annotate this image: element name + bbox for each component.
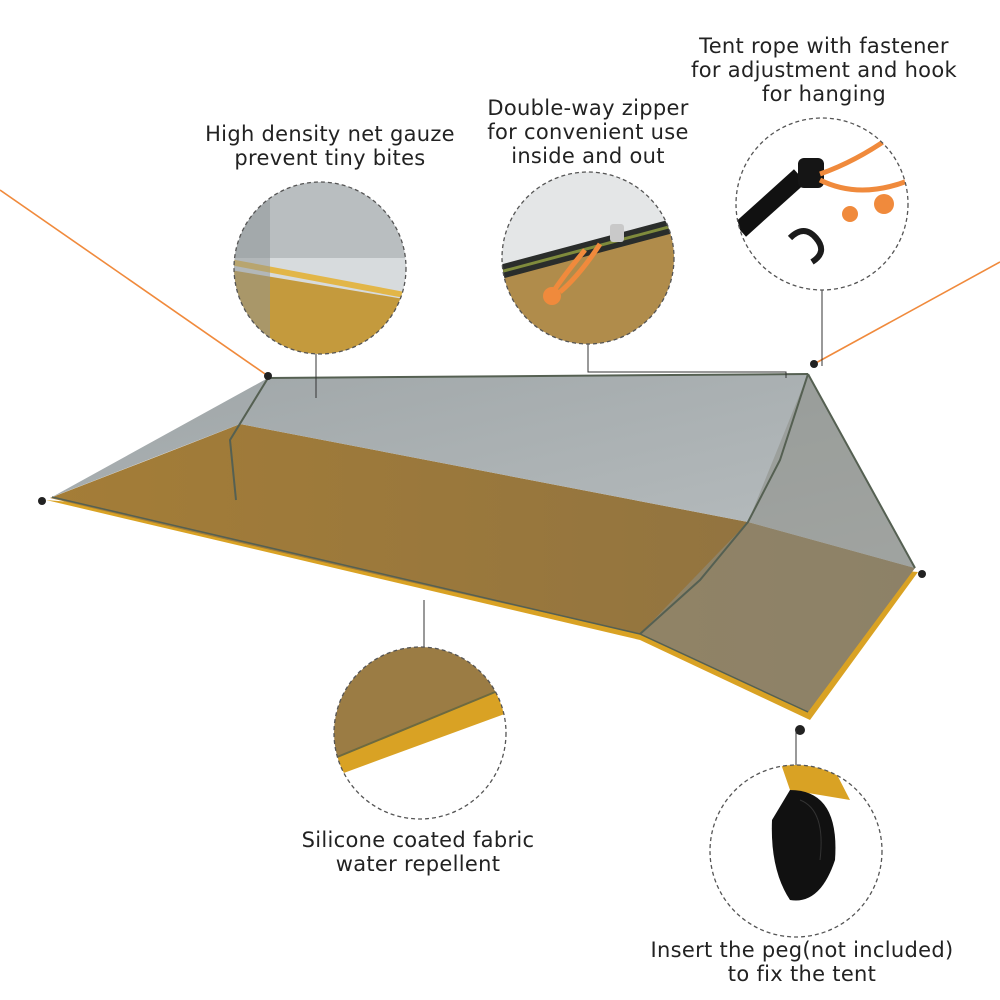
caption-line: for adjustment and hook [691, 58, 957, 82]
caption-line: for convenient use [487, 120, 689, 144]
guy-ropes [0, 189, 1000, 377]
tent-seam-base [51, 496, 809, 713]
caption-silicone-fabric: Silicone coated fabric water repellent [268, 828, 568, 876]
caption-line: water repellent [335, 852, 501, 876]
caption-line: Silicone coated fabric [301, 828, 535, 852]
tent-mesh-front [640, 374, 915, 712]
caption-line: for hanging [761, 82, 887, 106]
caption-line: Double-way zipper [487, 96, 689, 120]
caption-peg: Insert the peg(not included) to fix the … [622, 938, 982, 986]
callout-circle-zipper [501, 171, 675, 345]
caption-zipper: Double-way zipper for convenient use ins… [438, 96, 738, 168]
tent-seam-pole-left [228, 377, 269, 501]
caption-tent-rope: Tent rope with fastener for adjustment a… [664, 34, 984, 106]
caption-line: inside and out [511, 144, 665, 168]
caption-line: to fix the tent [727, 962, 877, 986]
callout-leaders [315, 290, 823, 765]
callout-circle-gauze [233, 181, 407, 355]
tent-seam-front [807, 373, 916, 569]
stake-loops [38, 360, 926, 735]
callout-circle-peg [709, 764, 883, 938]
tent-mesh-canopy [52, 374, 915, 568]
tent-seam-ridge [267, 373, 809, 379]
callout-circle-rope [735, 117, 909, 291]
tent [38, 360, 926, 735]
tent-seam-pole-right [639, 373, 809, 635]
caption-line: prevent tiny bites [234, 146, 426, 170]
guy-rope-left [0, 189, 269, 377]
caption-line: Insert the peg(not included) [650, 938, 954, 962]
caption-line: High density net gauze [205, 122, 455, 146]
caption-line: Tent rope with fastener [699, 34, 949, 58]
caption-net-gauze: High density net gauze prevent tiny bite… [180, 122, 480, 170]
guy-rope-right [813, 261, 1000, 365]
callout-circle-fabric [333, 646, 507, 820]
